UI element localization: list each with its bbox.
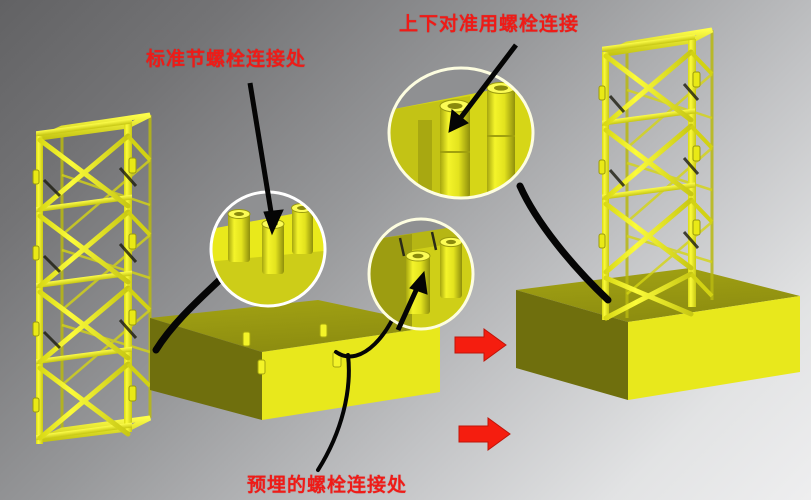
pointer-arrow-standard bbox=[247, 82, 284, 236]
label-embedded-bolt: 预埋的螺栓连接处 bbox=[247, 474, 408, 496]
assembly-arrow-top bbox=[454, 328, 507, 362]
mast-right bbox=[598, 27, 714, 321]
callout-align bbox=[387, 66, 535, 200]
pointer-arrows bbox=[247, 43, 518, 332]
assembly-arrow-bottom bbox=[458, 417, 511, 451]
pointer-arrow-align bbox=[448, 43, 518, 133]
foundation-left bbox=[150, 300, 440, 420]
mast-left bbox=[32, 112, 152, 444]
foundation-right bbox=[516, 268, 800, 400]
label-standard-section-bolt: 标准节螺栓连接处 bbox=[146, 48, 307, 70]
pointer-arrow-embed bbox=[395, 270, 428, 332]
callout-embed bbox=[367, 217, 475, 331]
label-alignment-bolt: 上下对准用螺栓连接 bbox=[399, 13, 580, 35]
callout-standard bbox=[209, 190, 327, 308]
